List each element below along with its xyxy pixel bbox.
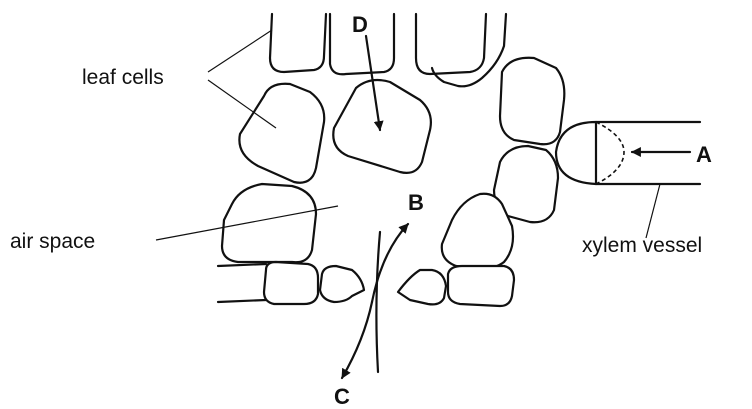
- leaf-cell: [448, 266, 514, 306]
- leaf-cell: [320, 266, 364, 302]
- leaf-cell: [333, 80, 431, 173]
- arrow-a-label: A: [696, 142, 712, 167]
- leaf-cells-label: leaf cells: [82, 66, 164, 89]
- leaf-cell: [239, 84, 324, 183]
- xylem-vessel-label: xylem vessel: [582, 234, 702, 257]
- leader-leaf-cells-1: [208, 30, 272, 72]
- arrow-c: [342, 302, 372, 378]
- leaf-cell: [500, 58, 564, 144]
- leaf-cell: [222, 184, 316, 262]
- leaf-cell: [442, 194, 513, 269]
- arrow-b-label: B: [408, 190, 424, 215]
- leaf-cell: [264, 262, 318, 304]
- arrow-c-label: C: [334, 384, 350, 409]
- stoma-wall: [376, 232, 380, 372]
- arrow-d-label: D: [352, 12, 368, 37]
- top-cell-row: [270, 14, 506, 86]
- bottom-left-cell-row: [218, 264, 266, 302]
- leaf-cell: [398, 270, 446, 304]
- leader-xylem-vessel: [646, 184, 660, 238]
- air-space-label: air space: [10, 230, 95, 253]
